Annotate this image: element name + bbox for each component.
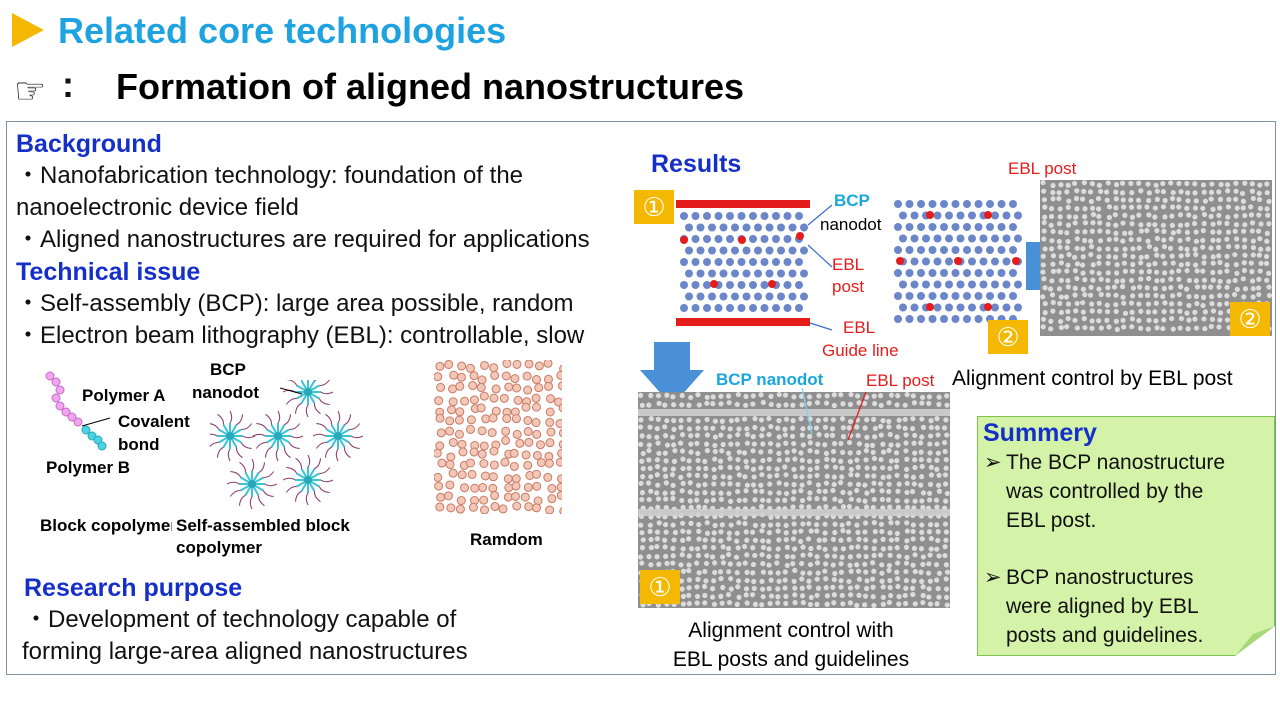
research-purpose-line-1: ・Development of technology capable of <box>24 606 457 633</box>
background-line-1: ・Nanofabrication technology: foundation … <box>16 162 524 189</box>
schematic-posts-only <box>894 200 1022 323</box>
bond-label: bond <box>118 435 160 454</box>
caption-bottom-1: Alignment control with <box>688 619 894 642</box>
results-heading: Results <box>651 150 742 178</box>
polymer-b-label: Polymer B <box>46 458 131 477</box>
caption-right: Alignment control by EBL post <box>952 367 1233 390</box>
block-copolymer-label: Block copolymer <box>40 516 172 535</box>
label-arrows <box>807 204 833 331</box>
background-line-3: ・Aligned nanostructures are required for… <box>16 226 590 253</box>
polymer-a-label: Polymer A <box>82 386 166 405</box>
bcp-nanodot-sem-label: BCP nanodot <box>716 370 824 389</box>
background-line-2: nanoelectronic device field <box>16 194 299 221</box>
self-assembled-illustration <box>210 380 364 510</box>
pointing-hand-icon: ☞ <box>14 70 47 111</box>
research-purpose-heading: Research purpose <box>24 574 243 602</box>
ebl-post-top-label: EBL post <box>1008 159 1077 178</box>
page-curl-icon <box>1235 626 1275 656</box>
random-pattern <box>434 360 562 514</box>
technical-issue-line-1: ・Self-assembly (BCP): large area possibl… <box>16 290 574 317</box>
post-label: post <box>832 277 865 296</box>
schematic-guide-line <box>676 200 810 326</box>
ebl-label-2: EBL <box>843 318 876 337</box>
colon: : <box>62 64 74 105</box>
nanodot-label: nanodot <box>192 383 260 402</box>
sem-pointer-arrows <box>801 388 867 441</box>
self-assembled-label-2: copolymer <box>176 538 262 557</box>
technical-issue-heading: Technical issue <box>16 258 201 286</box>
random-label: Ramdom <box>470 530 543 549</box>
summary-item-2-line-3: posts and guidelines. <box>1006 624 1204 647</box>
bullet-arrow-icon: ➢ <box>984 566 1002 589</box>
summary-item-2-line-1: BCP nanostructures <box>1006 566 1194 589</box>
covalent-label: Covalent <box>118 412 190 431</box>
bcp-nanodot-label: BCP <box>210 360 246 379</box>
summary-item-2: ➢BCP nanostructures were aligned by EBL … <box>984 563 1203 650</box>
ebl-post-sem-label: EBL post <box>866 371 935 390</box>
technical-issue-line-2: ・Electron beam lithography (EBL): contro… <box>16 322 585 349</box>
slide-subtitle: Formation of aligned nanostructures <box>116 66 745 107</box>
down-arrow-icon <box>640 342 704 406</box>
badge-1-top: ① <box>634 190 674 224</box>
summary-item-1-line-1: The BCP nanostructure <box>1006 451 1226 474</box>
ebl-label: EBL <box>832 255 865 274</box>
badge-2-schematic: ② <box>988 320 1028 354</box>
badge-2-sem: ② <box>1230 302 1270 336</box>
block-copolymer-illustration <box>45 371 111 451</box>
caption-bottom-2: EBL posts and guidelines <box>672 648 910 671</box>
summary-box: Summery ➢The BCP nanostructure was contr… <box>977 416 1275 656</box>
title-arrow-icon <box>12 13 44 47</box>
summary-item-1-line-2: was controlled by the <box>1006 480 1204 503</box>
summary-heading: Summery <box>983 419 1097 447</box>
bcp-label: BCP <box>834 191 870 210</box>
summary-item-1: ➢The BCP nanostructure was controlled by… <box>984 448 1225 535</box>
slide-title: Related core technologies <box>58 10 507 51</box>
content-frame <box>6 121 1276 675</box>
nanodot-label-results: nanodot <box>820 215 882 234</box>
guide-line-label: Guide line <box>822 341 899 360</box>
bullet-arrow-icon: ➢ <box>984 451 1002 474</box>
background-heading: Background <box>16 130 162 158</box>
summary-item-2-line-2: were aligned by EBL <box>1006 595 1199 618</box>
sem-image-guidelines <box>638 392 950 608</box>
summary-item-1-line-3: EBL post. <box>1006 509 1097 532</box>
self-assembled-label-1: Self-assembled block <box>176 516 350 535</box>
badge-1-sem: ① <box>640 570 680 604</box>
research-purpose-line-2: forming large-area aligned nanostructure… <box>22 638 468 665</box>
